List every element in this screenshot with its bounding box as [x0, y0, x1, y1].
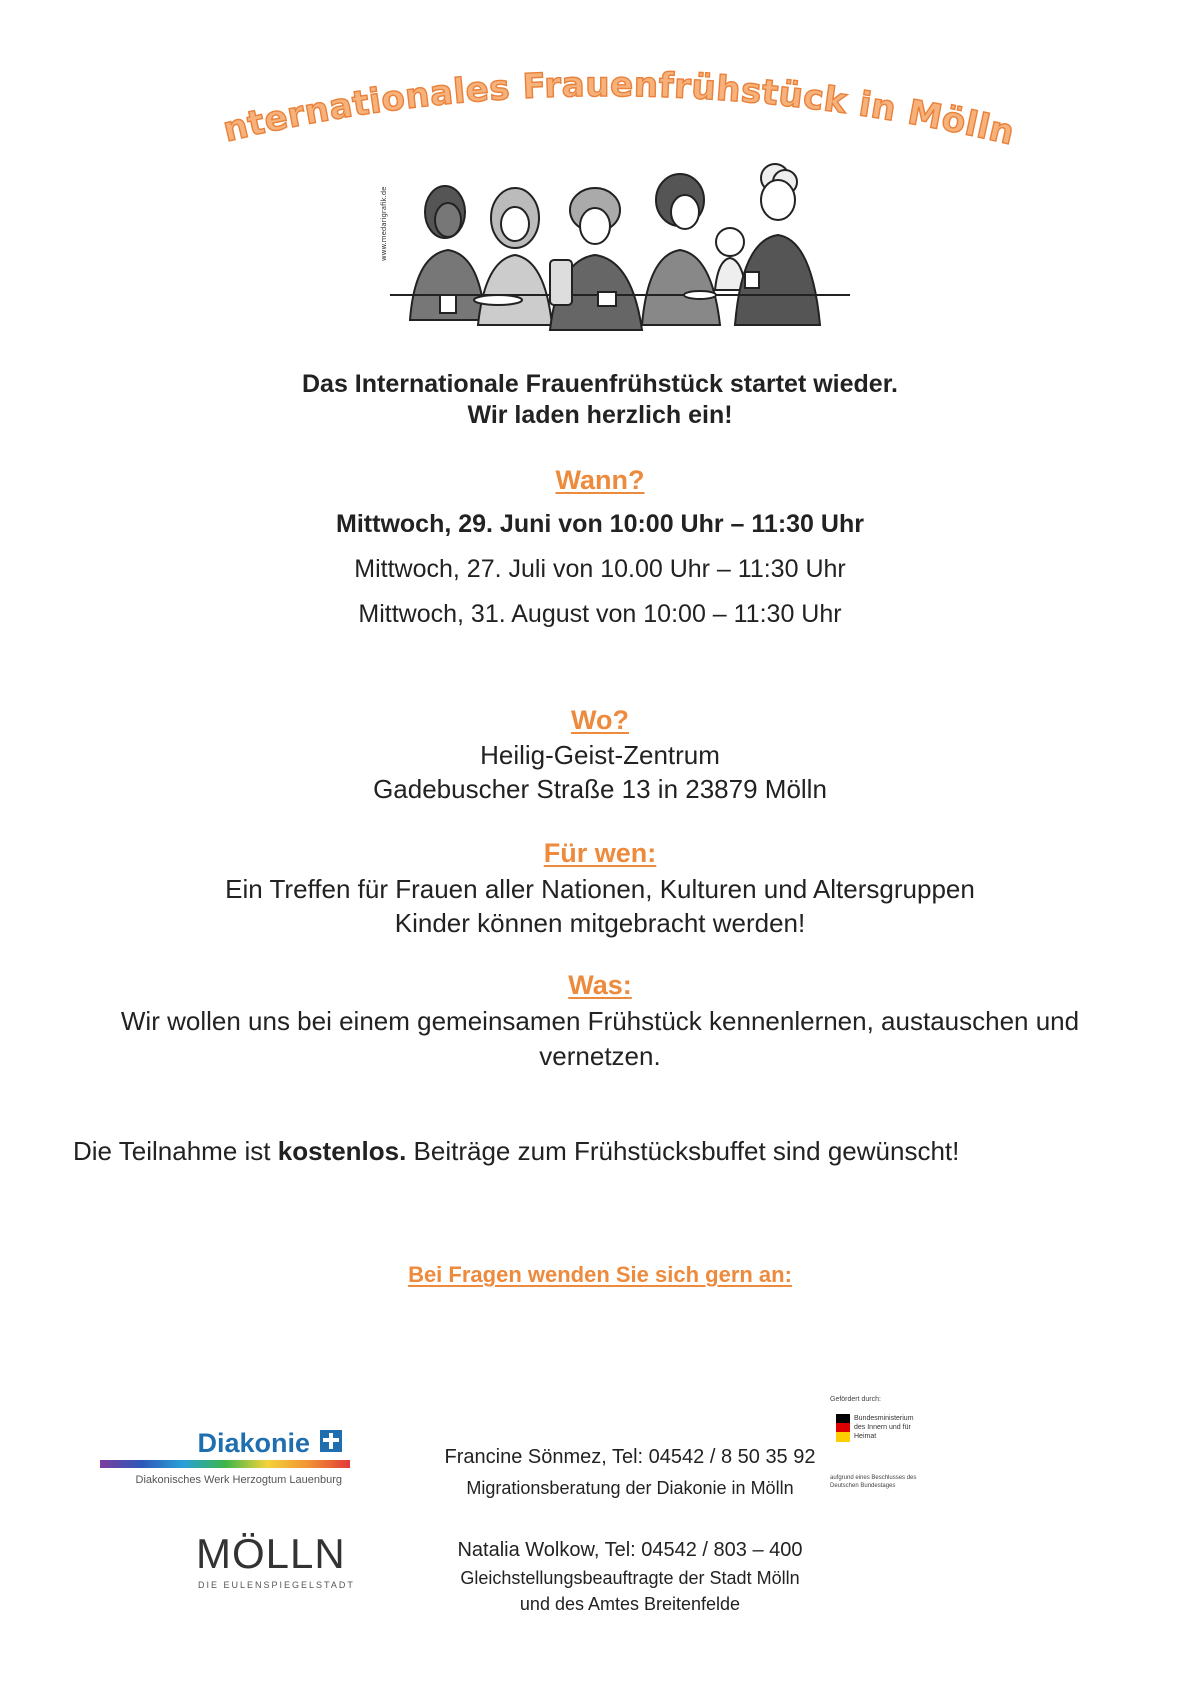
flyer-title: Internationales Frauenfrühstück in Mölln — [0, 60, 1019, 154]
date-3: Mittwoch, 31. August von 10:00 – 11:30 U… — [358, 600, 842, 628]
audience-line-2: Kinder können mitgebracht werden! — [394, 908, 806, 938]
flyer-title-text: Internationales Frauenfrühstück in Mölln — [0, 60, 1019, 154]
svg-text:Internationales Frauenfrühstüc: Internationales Frauenfrühstück in Mölln — [0, 60, 1018, 153]
diakonie-cross-icon — [320, 1430, 342, 1452]
wann-heading: Wann? — [555, 465, 645, 495]
location-address: Gadebuscher Straße 13 in 23879 Mölln — [373, 774, 827, 804]
date-1: Mittwoch, 29. Juni von 10:00 Uhr – 11:30… — [336, 510, 864, 538]
intro-line-1: Das Internationale Frauenfrühstück start… — [302, 370, 898, 398]
bmi-ministry: Bundesministerium des Innern und für Hei… — [854, 1415, 914, 1440]
what-line-1: Wir wollen uns bei einem gemeinsamen Frü… — [120, 1006, 1080, 1036]
cost-free: kostenlos. — [277, 1136, 407, 1166]
bmi-funding-logo: Gefördert durch: Bundesministerium des I… — [830, 1396, 930, 1508]
location-name: Heilig-Geist-Zentrum — [480, 740, 720, 770]
what-heading: Was: — [568, 970, 632, 1000]
what-line-2: vernetzen. — [539, 1041, 661, 1071]
svg-text:www.medarigrafik.de: www.medarigrafik.de — [380, 187, 388, 262]
audience-heading: Für wen: — [543, 838, 657, 868]
date-2: Mittwoch, 27. Juli von 10.00 Uhr – 11:30… — [354, 555, 846, 583]
cost-suffix: Beiträge zum Frühstücksbuffet sind gewün… — [406, 1136, 960, 1166]
moelln-subtitle: DIE EULENSPIEGELSTADT — [198, 1580, 355, 1590]
contact-person-2-role-2: und des Amtes Breitenfelde — [519, 1594, 741, 1614]
contact-person-1-name: Francine Sönmez, Tel: 04542 / 8 50 35 92 — [444, 1446, 816, 1468]
contact-heading: Bei Fragen wenden Sie sich gern an: — [408, 1262, 792, 1287]
diakonie-logo: Diakonie Diakonisches Werk Herzogtum Lau… — [100, 1428, 360, 1494]
bmi-resolution: aufgrund eines Beschlusses des Deutschen… — [830, 1475, 917, 1489]
moelln-logo-text: MÖLLN — [196, 1530, 346, 1577]
contact-person-2-name: Natalia Wolkow, Tel: 04542 / 803 – 400 — [457, 1539, 803, 1561]
intro-line-2: Wir laden herzlich ein! — [467, 401, 733, 429]
audience-line-1: Ein Treffen für Frauen aller Nationen, K… — [225, 874, 975, 904]
cost-prefix: Die Teilnahme ist — [73, 1136, 278, 1166]
moelln-logo: MÖLLN DIE EULENSPIEGELSTADT — [196, 1530, 356, 1600]
wo-heading: Wo? — [571, 705, 629, 735]
contact-person-1-role: Migrationsberatung der Diakonie in Mölln — [466, 1478, 794, 1498]
diakonie-logo-text: Diakonie — [197, 1428, 310, 1458]
diakonie-color-bar — [100, 1460, 350, 1468]
federal-eagle-icon — [836, 1414, 850, 1442]
cost-note: Die Teilnahme ist kostenlos. Beiträge zu… — [73, 1136, 959, 1167]
bmi-funded-by: Gefördert durch: — [830, 1396, 881, 1403]
diakonie-subtitle: Diakonisches Werk Herzogtum Lauenburg — [135, 1474, 342, 1486]
contact-person-2-role-1: Gleichstellungsbeauftragte der Stadt Möl… — [460, 1568, 800, 1588]
breakfast-illustration: www.medarigrafik.de — [380, 163, 850, 331]
